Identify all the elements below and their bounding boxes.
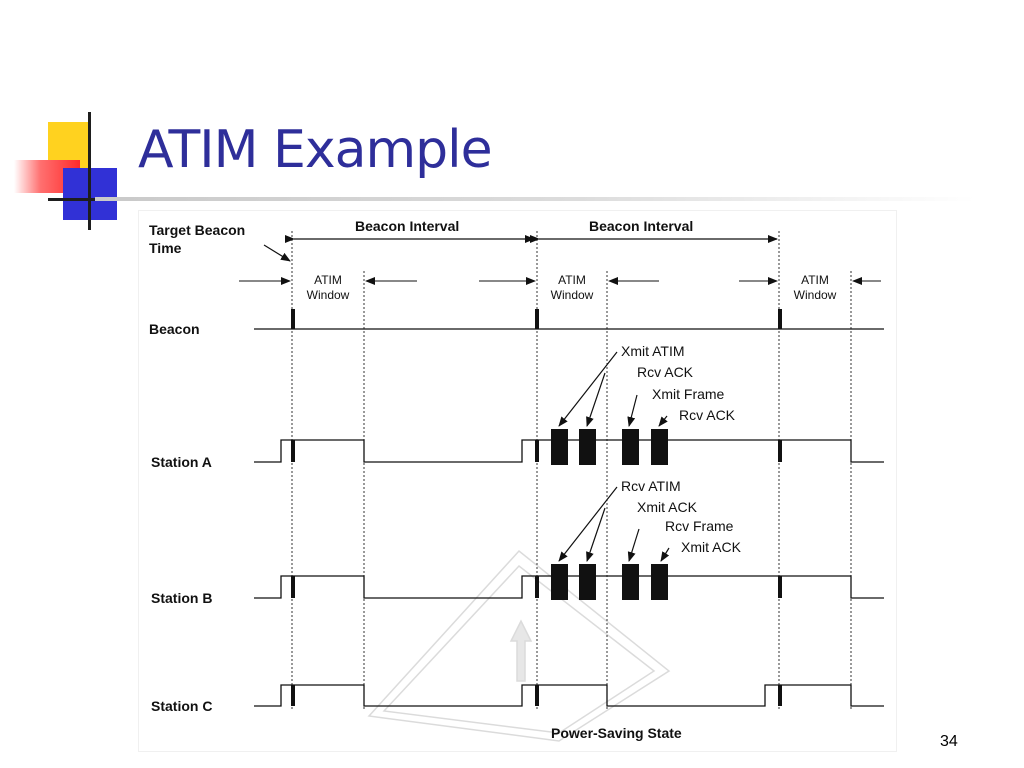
power-saving-state-label: Power-Saving State xyxy=(551,725,682,741)
arrow-rcv-ack-2 xyxy=(658,415,668,427)
arrow-rcv-ack xyxy=(586,372,606,427)
station-a-signal xyxy=(254,439,884,463)
atim-timing-diagram: Target Beacon Time Beacon Interval Beaco… xyxy=(138,210,897,752)
arrow-xmit-atim xyxy=(558,351,618,427)
watermark xyxy=(367,549,671,742)
target-beacon-time-label: Time xyxy=(149,240,182,256)
atim-window-1-line2: Window xyxy=(307,288,350,302)
arrow-rcv-frame xyxy=(627,528,640,562)
station-a-frames xyxy=(551,429,668,465)
slide-title: ATIM Example xyxy=(138,120,493,180)
atim-window-1: ATIM Window xyxy=(239,273,417,302)
atim-window-2-line2: Window xyxy=(551,288,594,302)
label-rcv-ack: Rcv ACK xyxy=(637,364,694,380)
row-label-beacon: Beacon xyxy=(149,321,200,337)
title-underline xyxy=(95,197,975,201)
station-c-signal xyxy=(254,684,884,707)
label-rcv-atim: Rcv ATIM xyxy=(621,478,681,494)
arrow-rcv-atim xyxy=(558,486,618,562)
row-label-station-b: Station B xyxy=(151,590,212,606)
station-b-markers xyxy=(291,576,782,598)
time-guides xyxy=(291,231,852,711)
atim-window-3: ATIM Window xyxy=(739,273,881,302)
atim-window-3-line2: Window xyxy=(794,288,837,302)
decor-horizontal-line xyxy=(48,198,138,201)
beacon-interval-1-label: Beacon Interval xyxy=(355,218,459,234)
page-number: 34 xyxy=(940,733,958,750)
timing-diagram-svg: Target Beacon Time Beacon Interval Beaco… xyxy=(149,218,884,742)
arrow-xmit-frame xyxy=(627,394,638,427)
target-beacon-label: Target Beacon xyxy=(149,222,245,238)
atim-window-3-line1: ATIM xyxy=(801,273,829,287)
row-label-station-a: Station A xyxy=(151,454,212,470)
label-xmit-ack-2: Xmit ACK xyxy=(681,539,742,555)
station-a-markers xyxy=(291,440,782,462)
station-c-markers xyxy=(291,685,782,706)
station-b-frames xyxy=(551,564,668,600)
label-xmit-atim: Xmit ATIM xyxy=(621,343,685,359)
beacon-signal xyxy=(254,309,884,330)
arrow-xmit-ack-2 xyxy=(660,547,670,562)
row-label-station-c: Station C xyxy=(151,698,212,714)
atim-window-1-line1: ATIM xyxy=(314,273,342,287)
beacon-interval-2-label: Beacon Interval xyxy=(589,218,693,234)
label-xmit-ack: Xmit ACK xyxy=(637,499,698,515)
target-beacon-arrow xyxy=(263,244,291,262)
decor-vertical-line xyxy=(88,112,91,230)
label-rcv-ack-2: Rcv ACK xyxy=(679,407,736,423)
label-xmit-frame: Xmit Frame xyxy=(652,386,725,402)
atim-window-2-line1: ATIM xyxy=(558,273,586,287)
arrow-xmit-ack xyxy=(586,507,606,562)
atim-window-2: ATIM Window xyxy=(479,273,659,302)
station-b-signal xyxy=(254,575,884,599)
label-rcv-frame: Rcv Frame xyxy=(665,518,734,534)
